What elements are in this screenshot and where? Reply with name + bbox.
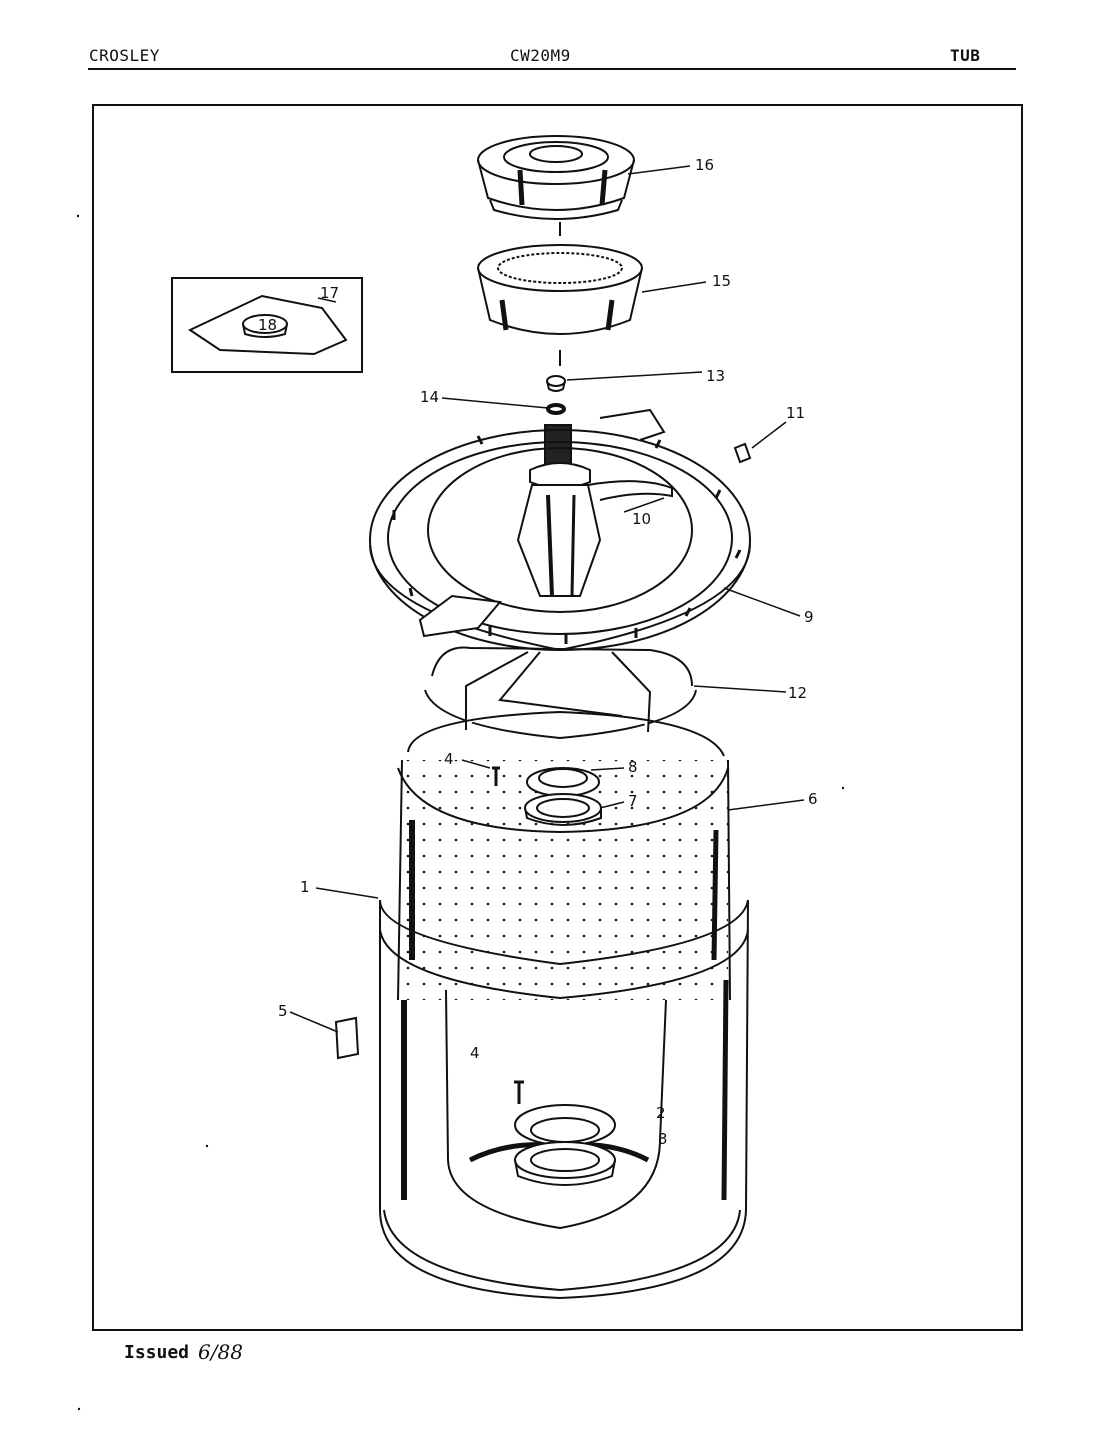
callout-10: 10 (632, 510, 651, 528)
callout-18: 18 (258, 316, 277, 334)
brand-label: CROSLEY (89, 46, 160, 65)
part-1-outer-tub (379, 899, 749, 1300)
callout-13: 13 (706, 367, 725, 385)
callout-8: 8 (628, 758, 638, 776)
callout-17: 17 (320, 284, 339, 302)
part-2-3-bottom-hub (514, 1104, 616, 1186)
part-17-inset (171, 277, 363, 373)
callout-3: 3 (658, 1130, 668, 1148)
part-12-splash-guard (424, 646, 697, 740)
leader-lines (289, 165, 805, 1033)
section-title: TUB (950, 46, 981, 65)
part-4-screw-upper (492, 766, 500, 786)
callout-11: 11 (786, 404, 805, 422)
callout-4-upper: 4 (444, 750, 454, 768)
callout-2: 2 (656, 1104, 666, 1122)
issued-date: 6/88 (198, 1340, 243, 1364)
scan-specks (76, 214, 845, 1411)
part-5-label (334, 1016, 360, 1060)
callout-12: 12 (788, 684, 807, 702)
callout-4-lower: 4 (470, 1044, 480, 1062)
callout-5: 5 (278, 1002, 288, 1020)
issued-label: Issued (124, 1342, 190, 1363)
callout-16: 16 (695, 156, 714, 174)
callout-15: 15 (712, 272, 731, 290)
part-10-agitator (516, 424, 673, 597)
callout-14: 14 (420, 388, 439, 406)
part-13-bolt (546, 375, 566, 392)
diagram-frame (92, 104, 1023, 1331)
callout-7: 7 (628, 792, 638, 810)
callout-1: 1 (300, 878, 310, 896)
callout-9: 9 (804, 608, 814, 626)
model-number: CW20M9 (510, 46, 571, 65)
part-4-screw-lower (514, 1080, 524, 1104)
callout-6: 6 (808, 790, 818, 808)
part-16-cap (477, 135, 635, 220)
part-11-clip (733, 442, 752, 464)
part-15-ring (477, 222, 643, 335)
callout-labels: 16 15 13 14 11 10 9 12 4 8 7 6 17 18 1 5… (258, 156, 818, 1148)
header-rule (88, 68, 1016, 70)
part-14-washer (546, 403, 566, 415)
